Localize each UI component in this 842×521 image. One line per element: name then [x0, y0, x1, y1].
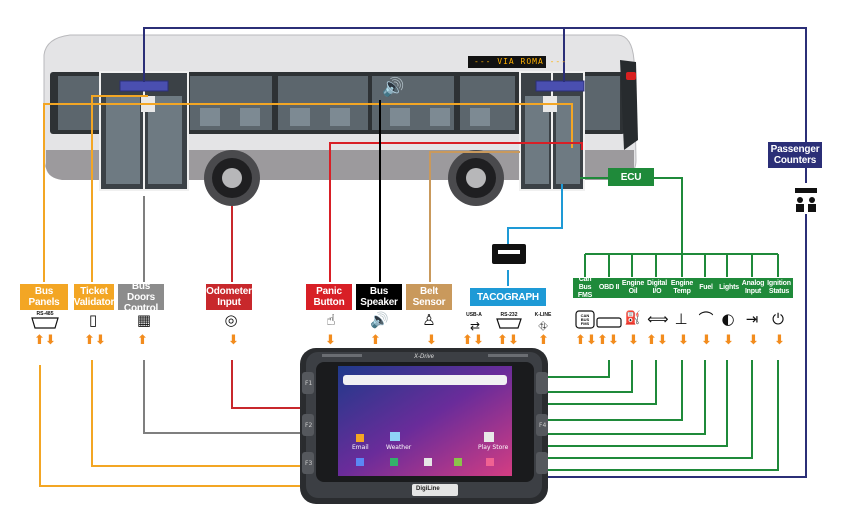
port-rs232: RS-232 [500, 312, 518, 318]
doors-line-2 [143, 360, 308, 434]
speaker-icon: 🔊 [382, 77, 405, 98]
ecu-returns [548, 360, 779, 471]
ecu-input-digital-io: Digital I/O [645, 278, 669, 298]
side-key-f3[interactable]: F3 [305, 460, 313, 467]
label-ecu: ECU [608, 168, 654, 186]
arrow-down: ⬇ [723, 333, 734, 348]
ecu-input-obd-ii: OBD II [597, 278, 621, 298]
arrow-up: ⬆ [597, 333, 608, 348]
headlight-icon: ◐ [721, 310, 735, 328]
side-key-f2[interactable]: F2 [305, 422, 313, 429]
validator-icon: ▯ [88, 311, 98, 329]
ecu-input-fuel: Fuel [695, 278, 717, 298]
arrow-down: ⬇ [228, 333, 239, 348]
analog-input-icon: ⇥ [745, 310, 759, 328]
ecu-input-engine-oil: Engine Oil [621, 278, 645, 298]
arrow-down: ⬇ [657, 333, 668, 348]
label-bus-panels: Bus Panels [20, 284, 68, 310]
destination-sign: --- VIA ROMA --- [474, 57, 568, 66]
thermometer-icon: ⊥ [674, 310, 688, 328]
arrow-up: ⬆ [34, 333, 45, 348]
arrow-up: ⬆ [137, 333, 148, 348]
rs232-connector [496, 318, 522, 329]
label-bus-speaker: Bus Speaker [356, 284, 402, 310]
app-play-store-label[interactable]: Play Store [478, 444, 509, 451]
arrow-up: ⬆ [646, 333, 657, 348]
digital-io-icon: ⟺ [647, 310, 669, 328]
app-email-label[interactable]: Email [352, 444, 369, 451]
seatbelt-icon: ♙ [422, 311, 436, 329]
side-key-f4[interactable]: F4 [539, 422, 547, 429]
ecu-input-analog-input: Analog Input [741, 278, 765, 298]
network-icon: ⛗ [538, 319, 548, 333]
arrow-up: ⬆ [462, 333, 473, 348]
tacograph-device-icon [492, 244, 526, 264]
port-can-bus: CAN BUS FMS [580, 313, 590, 326]
validator-line [91, 95, 148, 282]
tablet-device [300, 348, 548, 504]
port-k-line: K-LINE [534, 312, 552, 318]
arrow-down: ⬇ [95, 333, 106, 348]
counters-line-3 [545, 214, 807, 478]
label-belt-sensor: Belt Sensor [406, 284, 452, 310]
label-odometer-input: Odometer Input [206, 284, 252, 310]
label-panic-button: Panic Button [306, 284, 352, 310]
counters-sensor-icon [795, 188, 817, 212]
label-tacograph: TACOGRAPH [470, 288, 546, 306]
arrow-down: ⬇ [586, 333, 597, 348]
ecu-drops [584, 254, 779, 277]
port-usb-a: USB-A [466, 312, 482, 318]
panels-line-2 [39, 365, 310, 487]
side-key-f1[interactable]: F1 [305, 380, 313, 387]
ecu-input-ignition-status: Ignition Status [765, 278, 793, 298]
device-brand-bottom: DigiLine [416, 486, 440, 492]
arrow-down: ⬇ [701, 333, 712, 348]
counters-line [143, 27, 807, 183]
rs485-connector [31, 317, 59, 329]
ecu-input-engine-temp: Engine Temp [669, 278, 695, 298]
app-weather-label[interactable]: Weather [386, 444, 412, 451]
hand-pointer-icon: ☝ [326, 311, 336, 329]
odometer-line-2 [231, 360, 308, 409]
arrow-up: ⬆ [370, 333, 381, 348]
obd-connector [575, 310, 622, 329]
usb-icon: ⇄ [469, 319, 481, 333]
panels-line [43, 103, 573, 282]
speaker-small-icon: 🔊 [370, 311, 389, 329]
ecu-input-lights: Lights [717, 278, 741, 298]
validator-line-2 [91, 360, 308, 467]
arrow-down: ⬇ [678, 333, 689, 348]
label-ticket-validator: Ticket Validator [73, 284, 115, 310]
device-brand-top: X-Drive [414, 354, 435, 360]
panic-line [329, 142, 583, 282]
gauge-icon: ◎ [224, 311, 238, 329]
label-passenger-counters: Passenger Counters [768, 142, 822, 168]
door-control-icon: ▦ [136, 311, 152, 329]
fuel-gauge-icon: ⌒ [698, 310, 714, 328]
arrow-up: ⬆ [575, 333, 586, 348]
power-icon: ⏻ [772, 310, 784, 328]
arrow-down: ⬇ [748, 333, 759, 348]
connection-lines [39, 27, 807, 487]
oil-can-icon: ⛽ [624, 311, 642, 326]
arrow-down: ⬇ [628, 333, 639, 348]
port-rs485: RS-485 [36, 311, 54, 317]
tacograph-line [507, 184, 563, 248]
ecu-line-2 [652, 177, 683, 254]
arrow-up: ⬆ [84, 333, 95, 348]
belt-line [429, 151, 520, 282]
label-bus-doors-control: Bus Doors Control [118, 281, 164, 314]
arrow-down: ⬇ [325, 333, 336, 348]
arrow-up: ⬆ [538, 333, 549, 348]
arrow-down: ⬇ [473, 333, 484, 348]
ecu-input-can-bus-fms: Can Bus FMS [573, 276, 597, 299]
arrow-down: ⬇ [45, 333, 56, 348]
arrow-down: ⬇ [774, 333, 785, 348]
arrow-down: ⬇ [426, 333, 437, 348]
arrow-down: ⬇ [508, 333, 519, 348]
arrow-down: ⬇ [608, 333, 619, 348]
arrow-up: ⬆ [497, 333, 508, 348]
